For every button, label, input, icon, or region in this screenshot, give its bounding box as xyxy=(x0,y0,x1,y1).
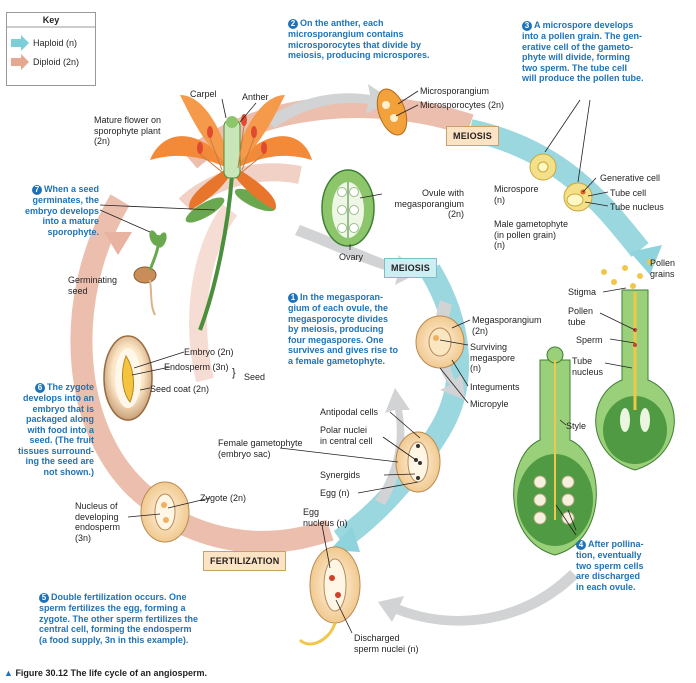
label-microsporangium: Microsporangium xyxy=(420,86,490,96)
label-ovary: Ovary xyxy=(339,252,364,262)
label-female-gametophyte: Female gametophyte (embryo sac) xyxy=(218,438,303,459)
fertilization-ovule-illustration xyxy=(298,546,361,646)
label-generative-cell: Generative cell xyxy=(600,173,661,183)
haploid-cycle-arrow xyxy=(330,119,662,552)
meiosis-stage-middle: MEIOSIS xyxy=(384,258,437,278)
label-tube-nucleus: Tube nucleus xyxy=(572,356,604,377)
label-pollen-tube: Pollen tube xyxy=(568,306,594,327)
zygote-illustration xyxy=(140,481,190,543)
label-embryo: Embryo (2n) xyxy=(184,347,234,357)
step-6-text: The zygote develops into an embryo that … xyxy=(17,382,94,477)
step-6-number: 6 xyxy=(34,383,45,393)
label-tube-nucleus-top: Tube nucleus xyxy=(610,202,664,212)
label-nucleus-endosperm: Nucleus of developing endosperm (3n) xyxy=(75,501,121,543)
key-arrows xyxy=(7,26,95,70)
step-4-number: 4 xyxy=(576,540,586,550)
label-ovule-megasporangium: Ovule with megasporangium (2n) xyxy=(394,188,464,219)
label-germinating-seed: Germinating seed xyxy=(68,275,118,296)
megasporangium-illustration xyxy=(415,315,465,369)
label-seed: Seed xyxy=(244,372,266,382)
figure-caption: ▲ Figure 30.12 The life cycle of an angi… xyxy=(4,668,207,678)
step-4-text: After pollina- tion, eventually two sper… xyxy=(576,539,644,592)
label-surviving-megaspore: Surviving megaspore (n) xyxy=(470,342,516,373)
label-integuments: Integuments xyxy=(470,382,520,392)
label-stigma: Stigma xyxy=(568,287,597,297)
label-microsporocytes: Microsporocytes (2n) xyxy=(420,100,505,110)
key-haploid-label: Haploid (n) xyxy=(33,38,78,48)
key-diploid-label: Diploid (2n) xyxy=(33,57,80,67)
label-anther: Anther xyxy=(242,92,269,102)
microspore-illustration xyxy=(529,153,557,181)
label-mature-flower: Mature flower on sporophyte plant (2n) xyxy=(94,115,162,146)
label-megasporangium: Megasporangium (2n) xyxy=(472,315,542,336)
germinating-seed-illustration xyxy=(133,230,167,316)
step-7-number: 7 xyxy=(31,185,42,195)
label-male-gametophyte: Male gametophyte (in pollen grain) (n) xyxy=(494,219,569,250)
step-3-number: 3 xyxy=(522,21,532,31)
ovary-illustration xyxy=(321,169,375,247)
key-legend: Key Haploid (n) Diploid (2n) xyxy=(6,12,96,86)
step-2-number: 2 xyxy=(288,19,298,29)
seed-illustration xyxy=(103,335,153,421)
step-5-number: 5 xyxy=(39,593,49,603)
label-polar-nuclei: Polar nuclei in central cell xyxy=(320,425,373,446)
caption-text: Figure 30.12 The life cycle of an angios… xyxy=(15,668,207,678)
label-tube-cell: Tube cell xyxy=(610,188,647,198)
label-egg: Egg (n) xyxy=(320,488,350,498)
label-discharged-sperm: Discharged sperm nuclei (n) xyxy=(354,633,419,654)
female-gametophyte-illustration xyxy=(395,431,441,493)
label-micropyle: Micropyle xyxy=(470,399,509,409)
label-microspore: Microspore (n) xyxy=(494,184,539,205)
seed-brace: } xyxy=(232,367,236,379)
label-pollen-grains: Pollen grains xyxy=(650,258,676,279)
meiosis-stage-top: MEIOSIS xyxy=(446,126,499,146)
label-zygote: Zygote (2n) xyxy=(200,493,247,503)
step-1-text: In the megasporan- gium of each ovule, t… xyxy=(288,292,399,366)
step-7-text: When a seed germinates, the embryo devel… xyxy=(24,184,99,237)
label-style: Style xyxy=(566,421,587,431)
key-title: Key xyxy=(42,15,60,25)
step-2-text: On the anther, each microsporangium cont… xyxy=(288,18,430,60)
label-antipodal-cells: Antipodal cells xyxy=(320,407,379,417)
pistil-with-pollen-tube xyxy=(595,259,675,471)
leader-lines xyxy=(99,90,636,634)
label-egg-nucleus: Egg nucleus (n) xyxy=(303,507,348,528)
label-carpel: Carpel xyxy=(190,89,217,99)
caption-marker-icon: ▲ xyxy=(4,668,13,678)
label-seed-coat: Seed coat (2n) xyxy=(150,384,210,394)
step-3-text: A microspore develops into a pollen grai… xyxy=(522,20,644,83)
step-1-number: 1 xyxy=(288,293,298,303)
step-5-text: Double fertilization occurs. One sperm f… xyxy=(39,592,199,645)
style-and-ovules xyxy=(513,346,597,556)
fertilization-stage: FERTILIZATION xyxy=(203,551,287,571)
mature-flower-illustration xyxy=(150,95,312,331)
label-endosperm: Endosperm (3n) xyxy=(164,362,229,372)
label-sperm: Sperm xyxy=(576,335,603,345)
label-synergids: Synergids xyxy=(320,470,361,480)
